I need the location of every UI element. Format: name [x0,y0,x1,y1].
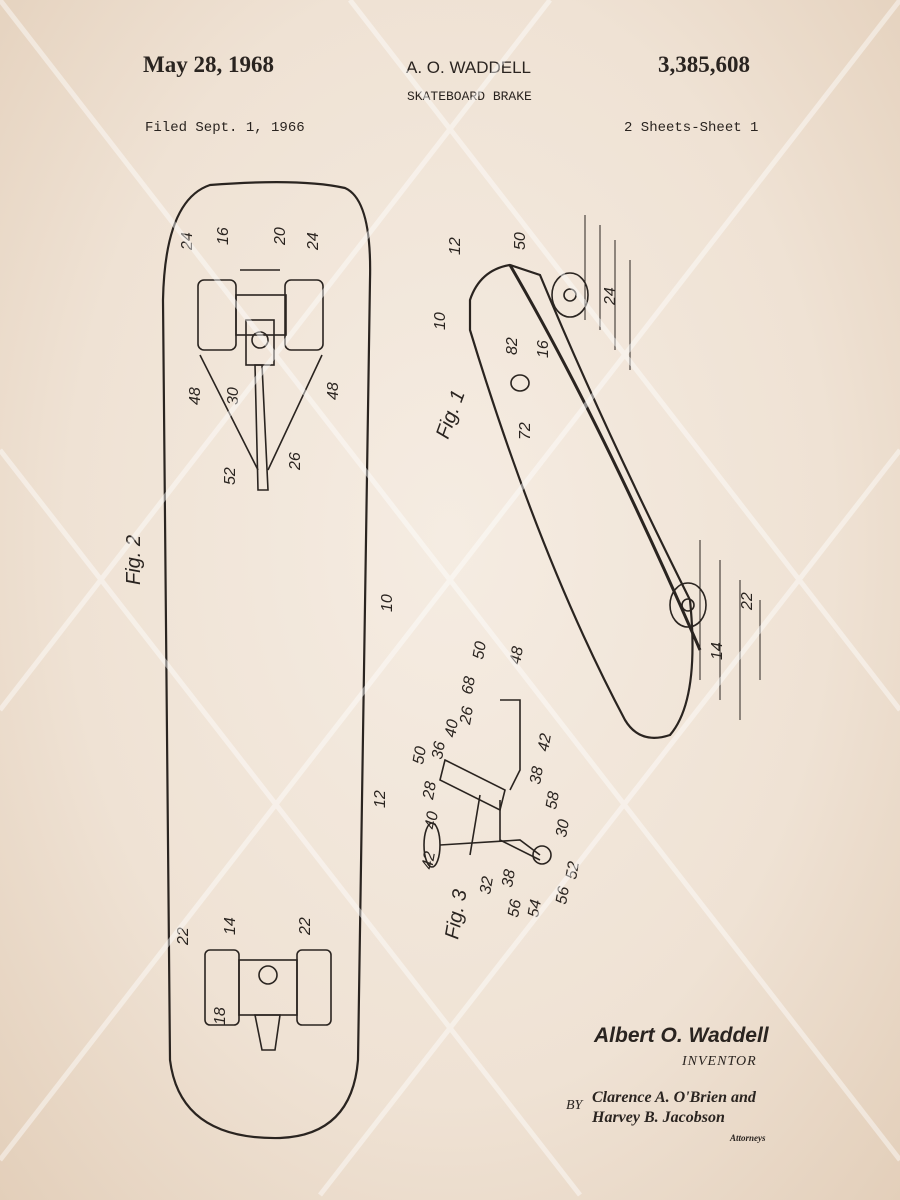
ref-numeral: 28 [420,780,440,802]
patent-title: SKATEBOARD BRAKE [407,89,532,104]
ref-numeral: 36 [429,740,449,761]
ref-numeral: 56 [553,885,573,906]
fig1-ground-hatching [584,215,761,720]
fig2-board-outline [161,181,372,1140]
ref-numeral: 42 [535,732,555,753]
filed-date: Filed Sept. 1, 1966 [145,120,305,136]
fig2-top-truck [197,269,324,491]
ref-numeral: 50 [470,640,490,661]
ref-numeral: 22 [175,927,192,946]
ref-numeral: 56 [505,898,525,919]
ref-numeral: 42 [419,850,439,871]
ref-numeral: 54 [525,898,545,919]
inventor-role: INVENTOR [682,1054,757,1069]
inventor-signature: Albert O. Waddell [594,1024,769,1047]
ref-numeral: 24 [179,232,196,251]
fig1-label: Fig. 1 [432,387,470,442]
ref-numeral: 18 [212,1007,229,1025]
inventor-name-header: A. O. WADDELL [406,58,532,77]
fig3-label: Fig. 3 [441,888,471,941]
ref-numeral: 26 [457,705,477,727]
ref-numeral: 22 [297,917,314,936]
fig1-numerals: 50 12 10 24 82 16 72 22 14 [432,232,756,660]
ref-numeral: 32 [477,875,497,896]
fig3-brake-assembly [423,699,552,868]
ref-numeral: 50 [512,232,529,250]
ref-numeral: 10 [432,312,449,330]
ref-numeral: 82 [504,337,521,355]
ref-numeral: 12 [447,237,464,255]
ref-numeral: 48 [325,382,342,400]
ref-numeral: 26 [287,452,304,471]
patent-number: 3,385,608 [658,52,750,77]
fig1-wheels [510,272,707,628]
attorneys-role: Attorneys [730,1133,766,1143]
ref-numeral: 22 [739,592,756,611]
ref-numeral: 52 [222,467,239,485]
fig2-numerals: 24 16 20 24 48 30 48 26 52 10 12 22 14 2… [175,227,396,1025]
attorneys-signature: Clarence A. O'Brien and Harvey B. Jacobs… [592,1089,756,1126]
patent-date: May 28, 1968 [143,52,274,77]
fig2-bottom-truck [204,949,332,1051]
fig2-label: Fig. 2 [123,535,145,585]
fig3-numerals: 50 68 48 26 40 36 50 28 42 38 40 58 30 4… [410,640,583,919]
ref-numeral: 40 [442,718,462,739]
ref-numeral: 68 [459,675,479,696]
ref-numeral: 16 [215,227,232,245]
by-label: BY [566,1098,583,1113]
sheet-count: 2 Sheets-Sheet 1 [624,120,759,136]
ref-numeral: 14 [709,642,726,660]
ref-numeral: 72 [517,422,534,440]
ref-numeral: 50 [410,745,430,766]
ref-numeral: 14 [222,917,239,935]
ref-numeral: 58 [543,790,563,811]
ref-numeral: 16 [535,340,552,358]
ref-numeral: 52 [563,860,583,881]
ref-numeral: 30 [553,818,573,839]
ref-numeral: 30 [225,387,242,405]
ref-numeral: 20 [272,227,289,246]
ref-numeral: 24 [305,232,322,251]
ref-numeral: 38 [499,868,519,889]
ref-numeral: 48 [507,645,527,666]
ref-numeral: 48 [187,387,204,405]
ref-numeral: 12 [372,790,389,808]
ref-numeral: 10 [379,594,396,612]
ref-numeral: 38 [527,765,547,786]
ref-numeral: 40 [422,810,442,831]
ref-numeral: 24 [602,287,619,306]
fig1-board-outline [468,263,694,739]
